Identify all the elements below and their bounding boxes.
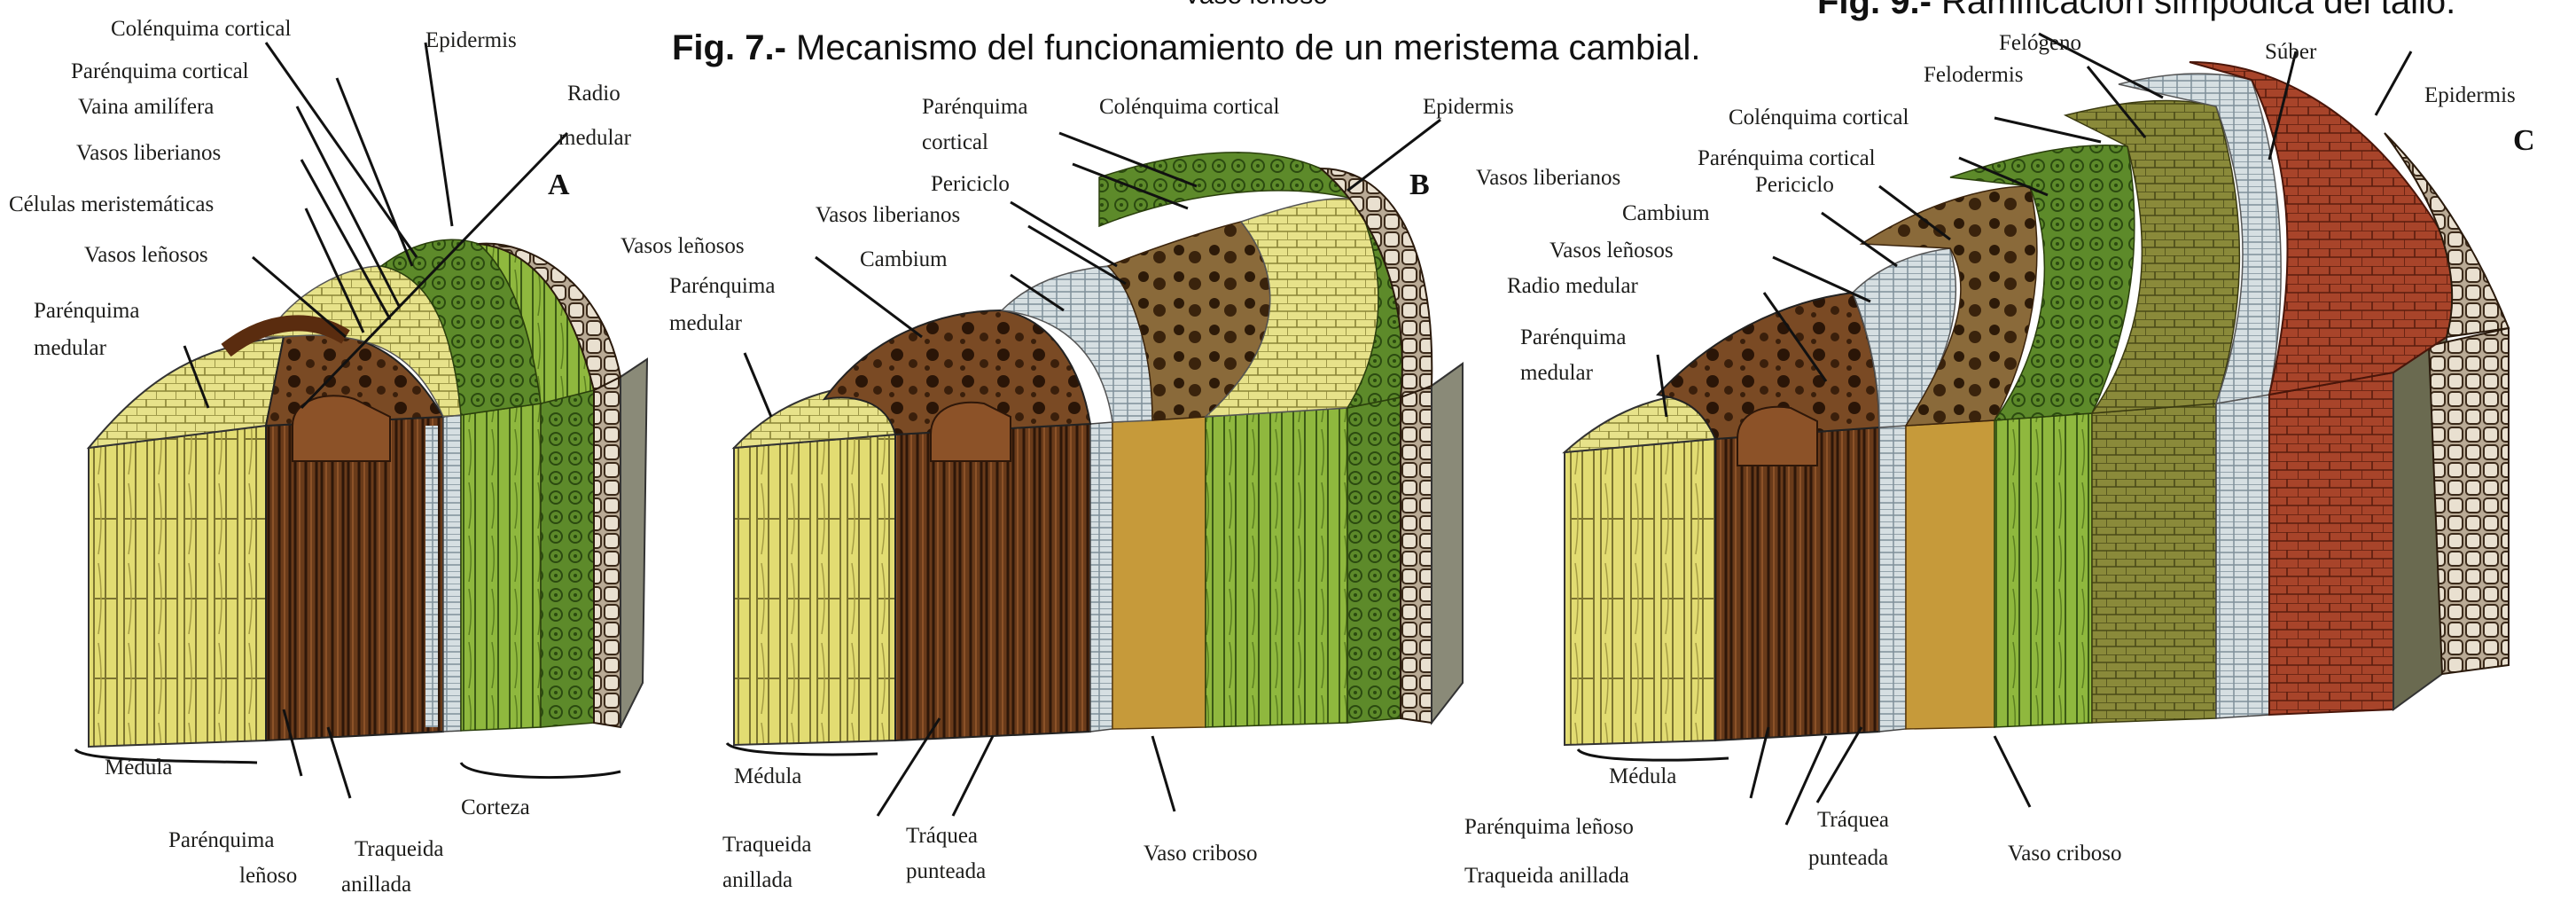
label-a-celulas-meristematicas: Células meristemáticas [9, 193, 214, 216]
label-b-punteada: punteada [906, 860, 986, 883]
label-b-anillada: anillada [722, 869, 792, 892]
label-c-traqueida-anillada: Traqueida anillada [1464, 865, 1629, 888]
fig9-number: Fig. 9.- [1817, 0, 1932, 21]
label-c-medula: Médula [1609, 765, 1676, 788]
fig9-caption: Fig. 9.- Ramificación simpódica del tall… [1817, 0, 2455, 22]
label-c-cambium: Cambium [1622, 202, 1710, 225]
fig7-number: Fig. 7.- [672, 28, 786, 67]
top-cut-caption: Vaso leñoso [1183, 0, 1328, 11]
label-c-epidermis: Epidermis [2424, 84, 2516, 107]
label-a-vaina-amilifera: Vaina amilífera [78, 96, 214, 119]
label-a-parenquima-lenoso-2: leñoso [239, 865, 297, 888]
label-c-parenquima-medular-2: medular [1520, 362, 1593, 385]
label-c-vasos-lenosos: Vasos leñosos [1550, 239, 1674, 262]
label-c-colenquima-cortical: Colénquima cortical [1729, 106, 1909, 129]
label-b-epidermis: Epidermis [1423, 96, 1514, 119]
label-b-vasos-liberianos: Vasos liberianos [816, 204, 960, 227]
fig7-title: Mecanismo del funcionamiento de un meris… [796, 28, 1701, 67]
label-c-vaso-criboso: Vaso criboso [2008, 842, 2121, 866]
label-c-parenquima-cortical: Parénquima cortical [1698, 147, 1876, 170]
label-a-radio: Radio [567, 82, 621, 106]
label-b-vasos-lenosos: Vasos leñosos [621, 235, 745, 258]
label-c-felogeno: Felógeno [1999, 32, 2081, 55]
label-b-parenquima: Parénquima [922, 96, 1027, 119]
label-a-traqueida: Traqueida [355, 838, 443, 861]
panel-b-block [734, 153, 1463, 745]
label-a-colenquima-cortical: Colénquima cortical [111, 18, 291, 41]
panel-letter-a: A [548, 168, 570, 202]
label-a-medula: Médula [105, 756, 172, 780]
label-c-suber: Súber [2265, 41, 2316, 64]
label-c-vasos-liberianos: Vasos liberianos [1476, 167, 1620, 190]
label-a-parenquima-lenoso-1: Parénquima [168, 829, 274, 852]
label-a-vasos-liberianos: Vasos liberianos [76, 142, 221, 165]
label-b-periciclo: Periciclo [931, 173, 1010, 196]
label-a-medular: medular [558, 127, 631, 150]
label-a-anillada: anillada [341, 874, 411, 897]
label-b-cortical: cortical [922, 131, 988, 154]
label-c-periciclo: Periciclo [1755, 174, 1834, 197]
label-b-traquea: Tráquea [906, 825, 978, 848]
label-c-punteada: punteada [1808, 847, 1888, 870]
label-c-radio-medular: Radio medular [1507, 275, 1638, 298]
label-b-traqueida: Traqueida [722, 834, 811, 857]
label-a-vasos-lenosos: Vasos leñosos [84, 244, 208, 267]
panel-letter-b: B [1409, 168, 1430, 202]
label-c-parenquima-medular-1: Parénquima [1520, 326, 1626, 349]
label-a-parenquima-cortical: Parénquima cortical [71, 60, 249, 83]
label-b-medula: Médula [734, 765, 801, 788]
label-b-colenquima-cortical: Colénquima cortical [1099, 96, 1279, 119]
label-b-parenquima-medular-2: medular [669, 312, 742, 335]
label-a-parenquima-medular-1: Parénquima [34, 300, 139, 323]
label-a-epidermis: Epidermis [425, 29, 517, 52]
panel-letter-c: C [2513, 124, 2535, 158]
label-c-parenquima-lenoso: Parénquima leñoso [1464, 816, 1634, 839]
panel-a-block [89, 239, 647, 747]
label-b-cambium: Cambium [860, 248, 948, 271]
label-a-corteza: Corteza [461, 796, 530, 819]
label-b-vaso-criboso: Vaso criboso [1144, 842, 1257, 866]
label-c-traquea: Tráquea [1817, 809, 1889, 832]
label-c-felodermis: Felodermis [1924, 64, 2024, 87]
fig9-title: Ramificación simpódica del tallo. [1941, 0, 2455, 21]
label-a-parenquima-medular-2: medular [34, 337, 106, 360]
fig7-caption: Fig. 7.- Mecanismo del funcionamiento de… [672, 28, 1701, 68]
label-b-parenquima-medular-1: Parénquima [669, 275, 775, 298]
